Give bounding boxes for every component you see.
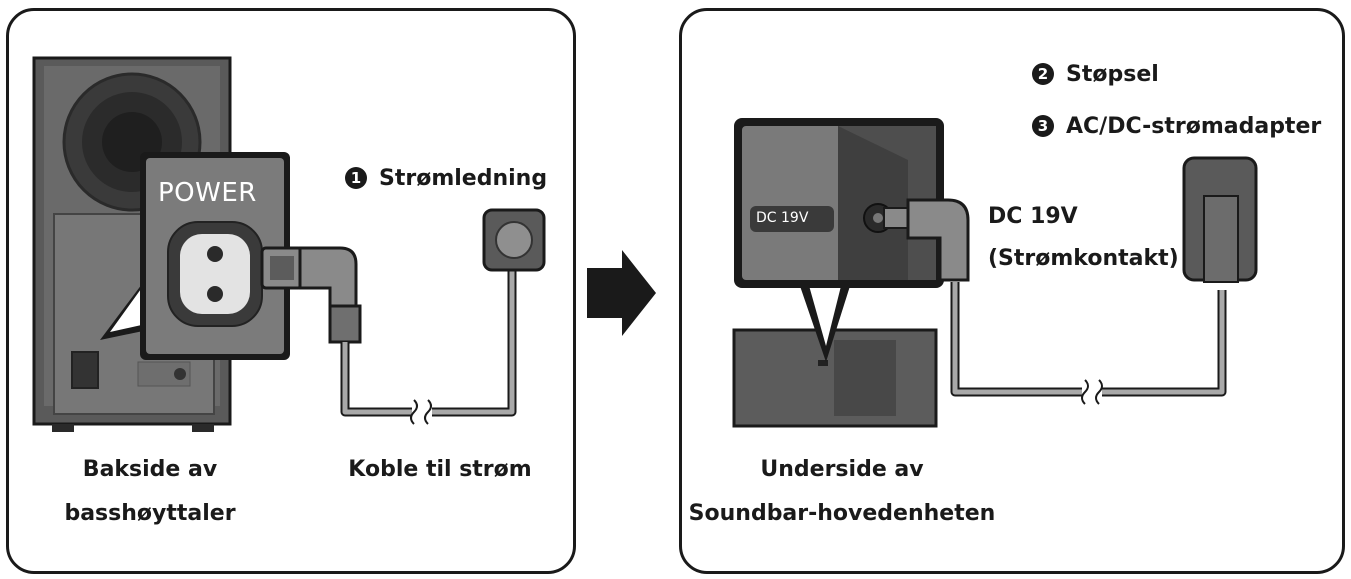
power-cord-plug xyxy=(260,246,362,344)
callout-2-text: Støpsel xyxy=(1066,62,1159,87)
soundbar-caption-line2: Soundbar-hovedenheten xyxy=(688,501,996,526)
callout-3: 3 AC/DC-strømadapter xyxy=(1032,114,1321,139)
number-1-icon: 1 xyxy=(345,167,367,189)
callout-1-text: Strømledning xyxy=(379,166,548,191)
callout-3-text: AC/DC-strømadapter xyxy=(1066,114,1322,139)
dc-label-line2: (Strømkontakt) xyxy=(988,246,1179,271)
subwoofer-caption: Bakside av basshøyttaler xyxy=(60,448,240,536)
subwoofer-caption-line1: Bakside av xyxy=(82,457,218,482)
dc-port-callout xyxy=(734,118,944,362)
wall-socket xyxy=(482,208,546,272)
number-2-icon: 2 xyxy=(1032,63,1054,85)
number-3-icon: 3 xyxy=(1032,115,1054,137)
power-cord xyxy=(340,270,517,417)
dc-label-line1: DC 19V xyxy=(988,204,1078,229)
callout-2: 2 Støpsel xyxy=(1032,62,1159,87)
soundbar-caption: Underside av Soundbar-hovedenheten xyxy=(686,448,998,536)
right-panel xyxy=(679,8,1345,574)
power-port-label: POWER xyxy=(158,178,257,208)
soundbar-underside xyxy=(732,328,938,428)
connect-power-caption: Koble til strøm xyxy=(348,457,532,482)
arrow-icon xyxy=(587,250,656,336)
dc-plug xyxy=(883,198,970,282)
ac-dc-adapter xyxy=(1182,156,1258,283)
dc-port-label: DC 19V xyxy=(756,210,809,226)
soundbar-caption-line1: Underside av xyxy=(760,457,924,482)
subwoofer-caption-line2: basshøyttaler xyxy=(64,501,236,526)
callout-1: 1 Strømledning xyxy=(345,166,547,191)
power-callout xyxy=(100,152,290,360)
adapter-cable xyxy=(952,282,1225,395)
